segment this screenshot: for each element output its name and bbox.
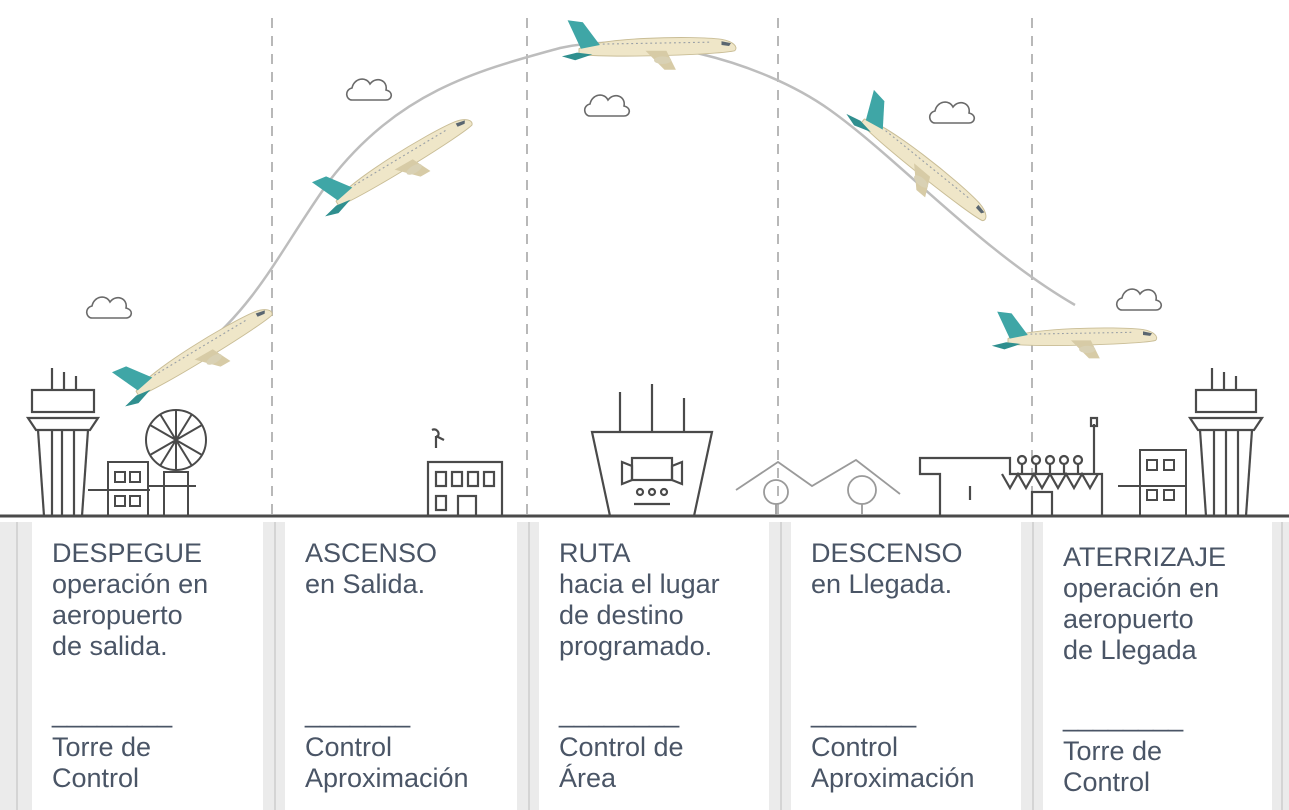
phase-description-line: de Llegada <box>1063 635 1197 665</box>
cloud-icon <box>928 101 976 124</box>
control-label-line: Control <box>1063 767 1151 797</box>
phase-description-line: operación en <box>1063 573 1220 603</box>
gutter <box>517 522 539 810</box>
phase-description-line: hacia el lugar <box>559 569 720 599</box>
separator-line: ________ <box>52 698 173 728</box>
control-label-line: Torre de <box>52 732 152 762</box>
phase-ruta: RUTA hacia el lugar de destino programad… <box>539 522 769 810</box>
terminal-icon <box>918 416 1104 518</box>
control-label-line: Control <box>811 732 899 762</box>
control-label: Torre de Control <box>1063 736 1162 798</box>
separator-line: ________ <box>1063 702 1184 732</box>
airplane-icon <box>837 85 1004 237</box>
phase-description-line: de destino <box>559 600 684 630</box>
airplane-icon <box>561 19 737 71</box>
phase-ascenso: ASCENSO en Salida. _______ Control Aprox… <box>285 522 517 810</box>
flight-phases-illustration <box>0 18 1289 518</box>
phase-description-line: en Salida. <box>305 569 426 599</box>
phase-title: DESPEGUE <box>52 538 203 568</box>
cloud-icon <box>583 94 631 117</box>
building-icon <box>1118 449 1187 517</box>
gutter <box>769 522 791 810</box>
control-label: Control de Área <box>559 732 684 794</box>
control-tower-icon <box>25 368 101 517</box>
airplane-icon <box>106 287 284 419</box>
control-tower-icon <box>1187 368 1265 517</box>
cloud-icon <box>85 296 133 319</box>
phase-separators <box>271 18 1033 515</box>
separator-line: ________ <box>559 698 680 728</box>
control-label-line: Control <box>52 763 140 793</box>
gutter <box>1021 522 1043 810</box>
gutter <box>263 522 285 810</box>
control-label-line: Control <box>305 732 393 762</box>
control-label-line: Aproximación <box>811 763 975 793</box>
gutter <box>1272 522 1289 810</box>
phase-title: ASCENSO <box>305 538 438 568</box>
building-icon <box>398 428 520 518</box>
phase-aterrizaje: ATERRIZAJE operación en aeropuerto de Ll… <box>1043 522 1272 810</box>
phase-description-line: aeropuerto <box>52 600 183 630</box>
airplane-icon <box>991 311 1158 359</box>
separator-line: _______ <box>305 698 411 728</box>
phase-title: DESCENSO <box>811 538 963 568</box>
phase-description-line: en Llegada. <box>811 569 953 599</box>
phase-descenso: DESCENSO en Llegada. _______ Control Apr… <box>791 522 1021 810</box>
mountains-icon <box>735 458 906 517</box>
phase-description-line: de salida. <box>52 631 168 661</box>
phase-description-line: programado. <box>559 631 713 661</box>
control-label-line: Área <box>559 763 617 793</box>
area-control-center-icon <box>590 384 714 518</box>
control-label: Torre de Control <box>52 732 151 794</box>
building-icon <box>88 461 150 517</box>
cloud-icon <box>345 78 393 101</box>
phase-title: RUTA <box>559 538 631 568</box>
phase-despegue: DESPEGUE operación en aeropuerto de sali… <box>32 522 263 810</box>
radar-dome-icon <box>145 409 207 517</box>
phase-title: ATERRIZAJE <box>1063 542 1227 572</box>
control-label: Control Aproximación <box>811 732 975 794</box>
control-label: Control Aproximación <box>305 732 469 794</box>
control-label-line: Aproximación <box>305 763 469 793</box>
phase-description-line: operación en <box>52 569 209 599</box>
control-label-line: Torre de <box>1063 736 1163 766</box>
phase-description-line: aeropuerto <box>1063 604 1194 634</box>
gutter <box>0 522 32 810</box>
separator-line: _______ <box>811 698 917 728</box>
control-label-line: Control de <box>559 732 684 762</box>
flight-path <box>199 41 1076 351</box>
cloud-icon <box>1115 288 1163 311</box>
